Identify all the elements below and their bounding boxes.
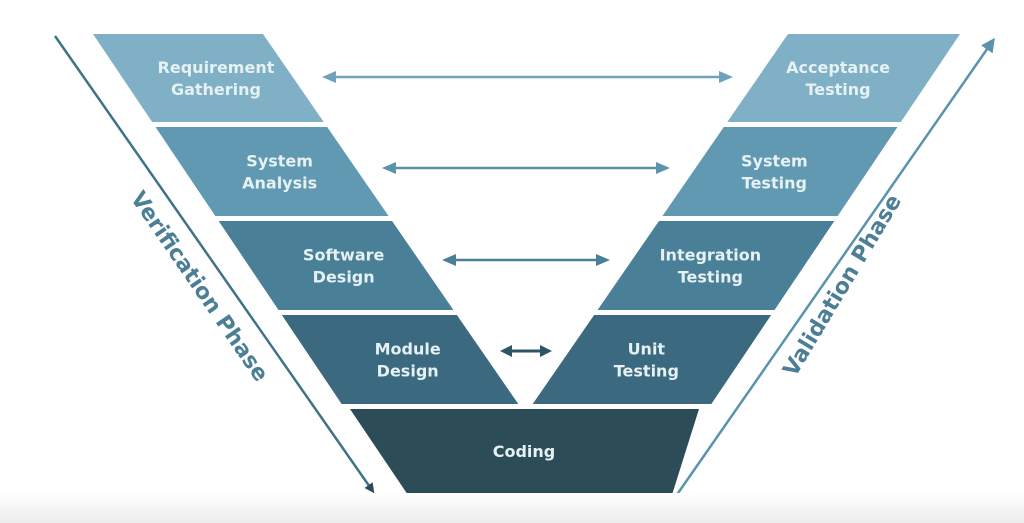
validation-stage-label: Integration (660, 246, 762, 265)
validation-stage-label: Testing (805, 80, 870, 99)
verification-stage-label: Analysis (242, 174, 317, 193)
arrowhead-right-icon (719, 71, 733, 83)
verification-stage-label: Gathering (171, 80, 261, 99)
validation-stage-label: Testing (614, 362, 679, 381)
validation-phase-label: Validation Phase (779, 190, 907, 381)
validation-stage-box (532, 315, 772, 404)
bottom-fade (0, 493, 1024, 523)
verification-stage-label: Design (377, 362, 439, 381)
validation-phase-arrow (674, 37, 995, 497)
coding-box (350, 409, 699, 498)
validation-stage-label: System (741, 152, 808, 171)
levels-group: RequirementGatheringAcceptanceTestingSys… (93, 34, 960, 404)
validation-stage-box (597, 221, 835, 310)
verification-stage-label: Requirement (158, 58, 275, 77)
validation-stage-box (727, 34, 960, 122)
verification-stage-box (218, 221, 454, 310)
arrowhead-right-icon (596, 254, 610, 266)
arrowhead-left-icon (322, 71, 336, 83)
verification-stage-box (93, 34, 324, 122)
verification-stage-box (281, 315, 519, 404)
arrowhead-left-icon (500, 345, 512, 357)
validation-stage-label: Acceptance (786, 58, 890, 77)
coding-label: Coding (493, 442, 556, 461)
verification-stage-box (155, 127, 389, 216)
verification-stage-label: System (246, 152, 313, 171)
verification-stage-label: Module (375, 340, 441, 359)
arrowhead-right-icon (656, 162, 670, 174)
validation-stage-label: Testing (742, 174, 807, 193)
verification-stage-label: Software (303, 246, 385, 265)
validation-stage-box (662, 127, 898, 216)
arrowhead-left-icon (442, 254, 456, 266)
validation-stage-label: Testing (678, 268, 743, 287)
arrowhead-right-icon (540, 345, 552, 357)
arrowhead-left-icon (382, 162, 396, 174)
verification-phase-arrow (53, 35, 375, 494)
verification-phase-label: Verification Phase (125, 187, 273, 386)
verification-stage-label: Design (313, 268, 375, 287)
validation-stage-label: Unit (628, 340, 666, 359)
